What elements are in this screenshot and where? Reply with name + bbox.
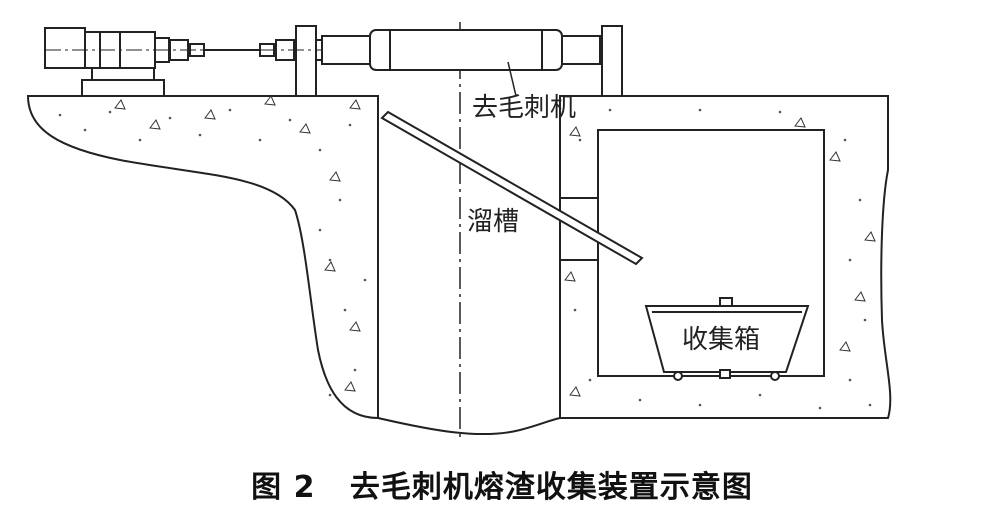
label-collection-box: 收集箱 bbox=[682, 325, 760, 355]
device-diagram: 去毛刺机 溜槽 收集箱 bbox=[26, 22, 892, 440]
collection-bin bbox=[644, 297, 810, 381]
chute bbox=[380, 110, 644, 266]
label-chute: 溜槽 bbox=[467, 207, 519, 237]
machine-leader-line bbox=[507, 61, 517, 97]
figure-caption: 图 2 去毛刺机熔渣收集装置示意图 bbox=[251, 470, 753, 505]
pit-bottom bbox=[377, 417, 561, 436]
concrete-foundation bbox=[26, 95, 379, 420]
motor bbox=[44, 27, 170, 97]
concrete-aggregate bbox=[114, 95, 876, 397]
label-deburring-machine: 去毛刺机 bbox=[472, 93, 576, 123]
deburring-roller bbox=[321, 29, 601, 71]
